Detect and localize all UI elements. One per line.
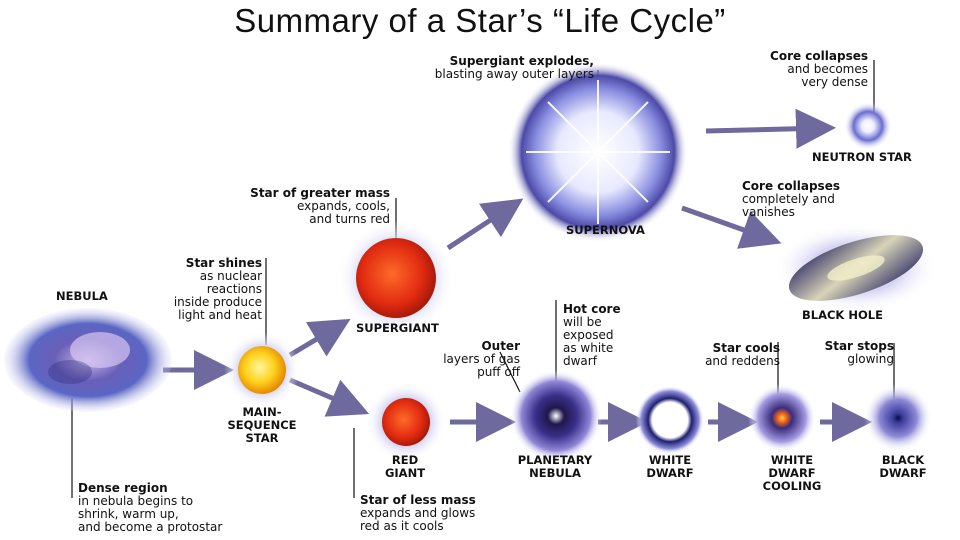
stage-main-sequence-label: MAIN- SEQUENCE STAR — [227, 405, 297, 445]
note-star-shines: Star shines as nuclear reactions inside … — [173, 256, 262, 322]
arrow-supernova-to-blackhole — [681, 205, 782, 249]
stage-neutron-star-label: NEUTRON STAR — [812, 150, 912, 164]
stage-white-dwarf-label: WHITE DWARF — [646, 453, 694, 480]
white-dwarf-cooling-image — [748, 384, 816, 452]
main-sequence-star-image — [224, 332, 300, 408]
note-greater-mass: Star of greater mass expands, cools, and… — [250, 186, 390, 226]
stage-supergiant-label: SUPERGIANT — [356, 321, 439, 335]
red-giant-image — [366, 382, 446, 462]
note-less-mass: Star of less mass expands and glows red … — [360, 493, 476, 533]
arrow-supernova-to-neutron — [705, 108, 836, 149]
page-title: Summary of a Star’s “Life Cycle” — [234, 2, 726, 39]
arrow-main-to-redgiant — [289, 377, 370, 417]
note-greater-mass-head: Star of greater mass — [250, 186, 390, 200]
note-core-collapses-vanish-head: Core collapses — [742, 179, 840, 193]
note-supergiant-explodes: Supergiant explodes, blasting away outer… — [434, 54, 594, 81]
note-core-collapses-dense-head: Core collapses — [770, 49, 868, 63]
note-dense-region-head: Dense region — [78, 481, 168, 495]
note-star-shines-head: Star shines — [185, 256, 262, 270]
arrow-supergiant-to-supernova — [446, 198, 524, 251]
note-star-stops-head: Star stops — [824, 339, 894, 353]
nebula-image — [4, 308, 172, 412]
stage-black-hole-label: BLACK HOLE — [802, 308, 883, 322]
note-star-stops: Star stops glowing — [824, 339, 894, 366]
stage-white-dwarf-cooling-label: WHITE DWARF COOLING — [762, 453, 822, 493]
neutron-star-image — [844, 102, 892, 150]
stage-supernova-label: SUPERNOVA — [566, 223, 645, 237]
supergiant-image — [338, 220, 454, 336]
note-less-mass-head: Star of less mass — [360, 493, 476, 507]
note-star-cools: Star cools and reddens — [705, 341, 780, 368]
arrow-main-to-supergiant — [288, 318, 351, 358]
stage-planetary-nebula-label: PLANETARY NEBULA — [517, 453, 593, 480]
stage-nebula-label: NEBULA — [56, 289, 108, 303]
note-core-collapses-dense: Core collapses and becomes very dense — [770, 49, 868, 89]
stage-black-dwarf-label: BLACK DWARF — [879, 453, 927, 480]
planetary-nebula-image — [510, 370, 602, 462]
black-dwarf-image — [864, 384, 932, 452]
note-outer-layers-head: Outer — [481, 339, 520, 353]
note-star-cools-head: Star cools — [712, 341, 780, 355]
note-dense-region: Dense region in nebula begins to shrink,… — [78, 481, 223, 534]
note-core-collapses-vanish: Core collapses completely and vanishes — [742, 179, 840, 219]
note-supergiant-explodes-head: Supergiant explodes, — [449, 54, 594, 68]
note-hot-core-head: Hot core — [563, 302, 621, 316]
note-hot-core: Hot core will be exposed as white dwarf — [563, 302, 621, 368]
stage-red-giant-label: RED GIANT — [384, 453, 426, 480]
flow-arrows — [163, 108, 872, 442]
supernova-image — [508, 62, 688, 242]
black-hole-image — [774, 224, 938, 312]
white-dwarf-image — [636, 386, 704, 454]
note-outer-layers: Outer layers of gas puff off — [443, 339, 520, 379]
